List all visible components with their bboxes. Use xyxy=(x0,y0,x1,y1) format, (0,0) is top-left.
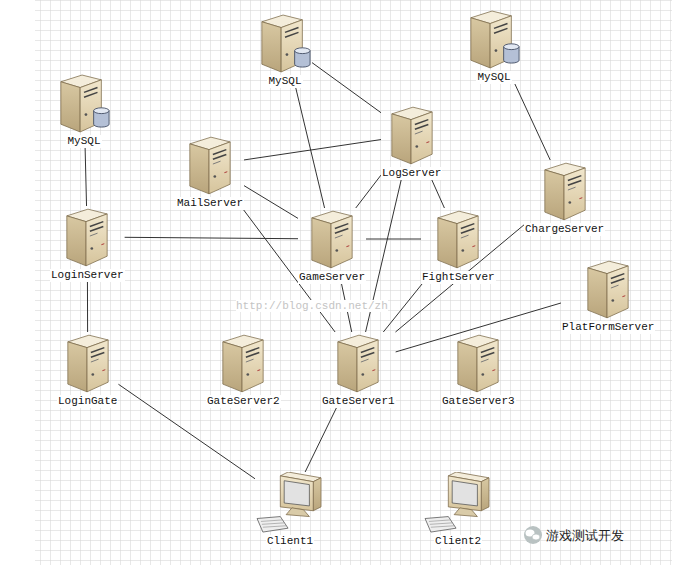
server-label: GateServer1 xyxy=(321,395,396,408)
server-icon xyxy=(541,160,589,222)
server-icon xyxy=(186,134,234,196)
server-icon xyxy=(467,8,521,70)
wechat-icon xyxy=(524,526,542,544)
database-server: MySQL xyxy=(467,8,521,84)
connection-line xyxy=(432,180,445,208)
server-icon xyxy=(64,332,112,394)
server-label: MySQL xyxy=(476,71,511,84)
server-node: GateServer1 xyxy=(321,332,396,408)
connection-line xyxy=(87,282,88,332)
server-icon xyxy=(258,12,312,74)
server-label: GateServer2 xyxy=(206,395,281,408)
server-node: ChargeServer xyxy=(524,160,605,236)
connection-line xyxy=(244,186,298,219)
database-server: MySQL xyxy=(57,72,111,148)
server-icon xyxy=(57,72,111,134)
server-node: LoginGate xyxy=(57,332,118,408)
server-node: LoginServer xyxy=(50,206,125,282)
server-label: MySQL xyxy=(267,75,302,88)
watermark-text: 游戏测试开发 xyxy=(546,527,624,545)
connection-line xyxy=(125,237,298,238)
server-node: GateServer3 xyxy=(441,332,516,408)
server-label: Client2 xyxy=(434,535,482,548)
server-icon xyxy=(434,208,482,270)
computer-icon xyxy=(255,472,325,534)
server-node: GameServer xyxy=(298,208,366,284)
server-icon xyxy=(63,206,111,268)
server-label: LoginServer xyxy=(50,269,125,282)
server-node: GateServer2 xyxy=(206,332,281,408)
server-icon xyxy=(454,332,502,394)
server-icon xyxy=(584,258,632,320)
connection-line xyxy=(366,239,421,240)
client-computer: Client2 xyxy=(423,472,493,548)
server-label: PlatFormServer xyxy=(561,321,655,334)
server-label: MySQL xyxy=(66,135,101,148)
server-node: PlatFormServer xyxy=(561,258,655,334)
connection-line xyxy=(305,408,336,472)
server-label: GameServer xyxy=(298,271,366,284)
connection-line xyxy=(515,84,550,160)
server-label: FightServer xyxy=(421,271,496,284)
connection-line xyxy=(296,88,325,208)
connection-line xyxy=(244,140,381,160)
server-label: MailServer xyxy=(176,197,244,210)
server-node: FightServer xyxy=(421,208,496,284)
client-computer: Client1 xyxy=(255,472,325,548)
server-icon xyxy=(334,332,382,394)
database-server: MySQL xyxy=(258,12,312,88)
connection-line xyxy=(356,175,381,208)
connection-line xyxy=(383,284,422,332)
watermark-url: http://blog.csdn.net/zh xyxy=(236,300,388,312)
server-label: Client1 xyxy=(266,535,314,548)
server-label: GateServer3 xyxy=(441,395,516,408)
server-icon xyxy=(219,332,267,394)
server-label: LogServer xyxy=(381,167,442,180)
server-node: LogServer xyxy=(381,104,442,180)
connection-line xyxy=(312,63,381,113)
server-node: MailServer xyxy=(176,134,244,210)
connection-line xyxy=(85,148,86,206)
server-label: ChargeServer xyxy=(524,223,605,236)
server-icon xyxy=(308,208,356,270)
computer-icon xyxy=(423,472,493,534)
server-icon xyxy=(388,104,436,166)
server-label: LoginGate xyxy=(57,395,118,408)
